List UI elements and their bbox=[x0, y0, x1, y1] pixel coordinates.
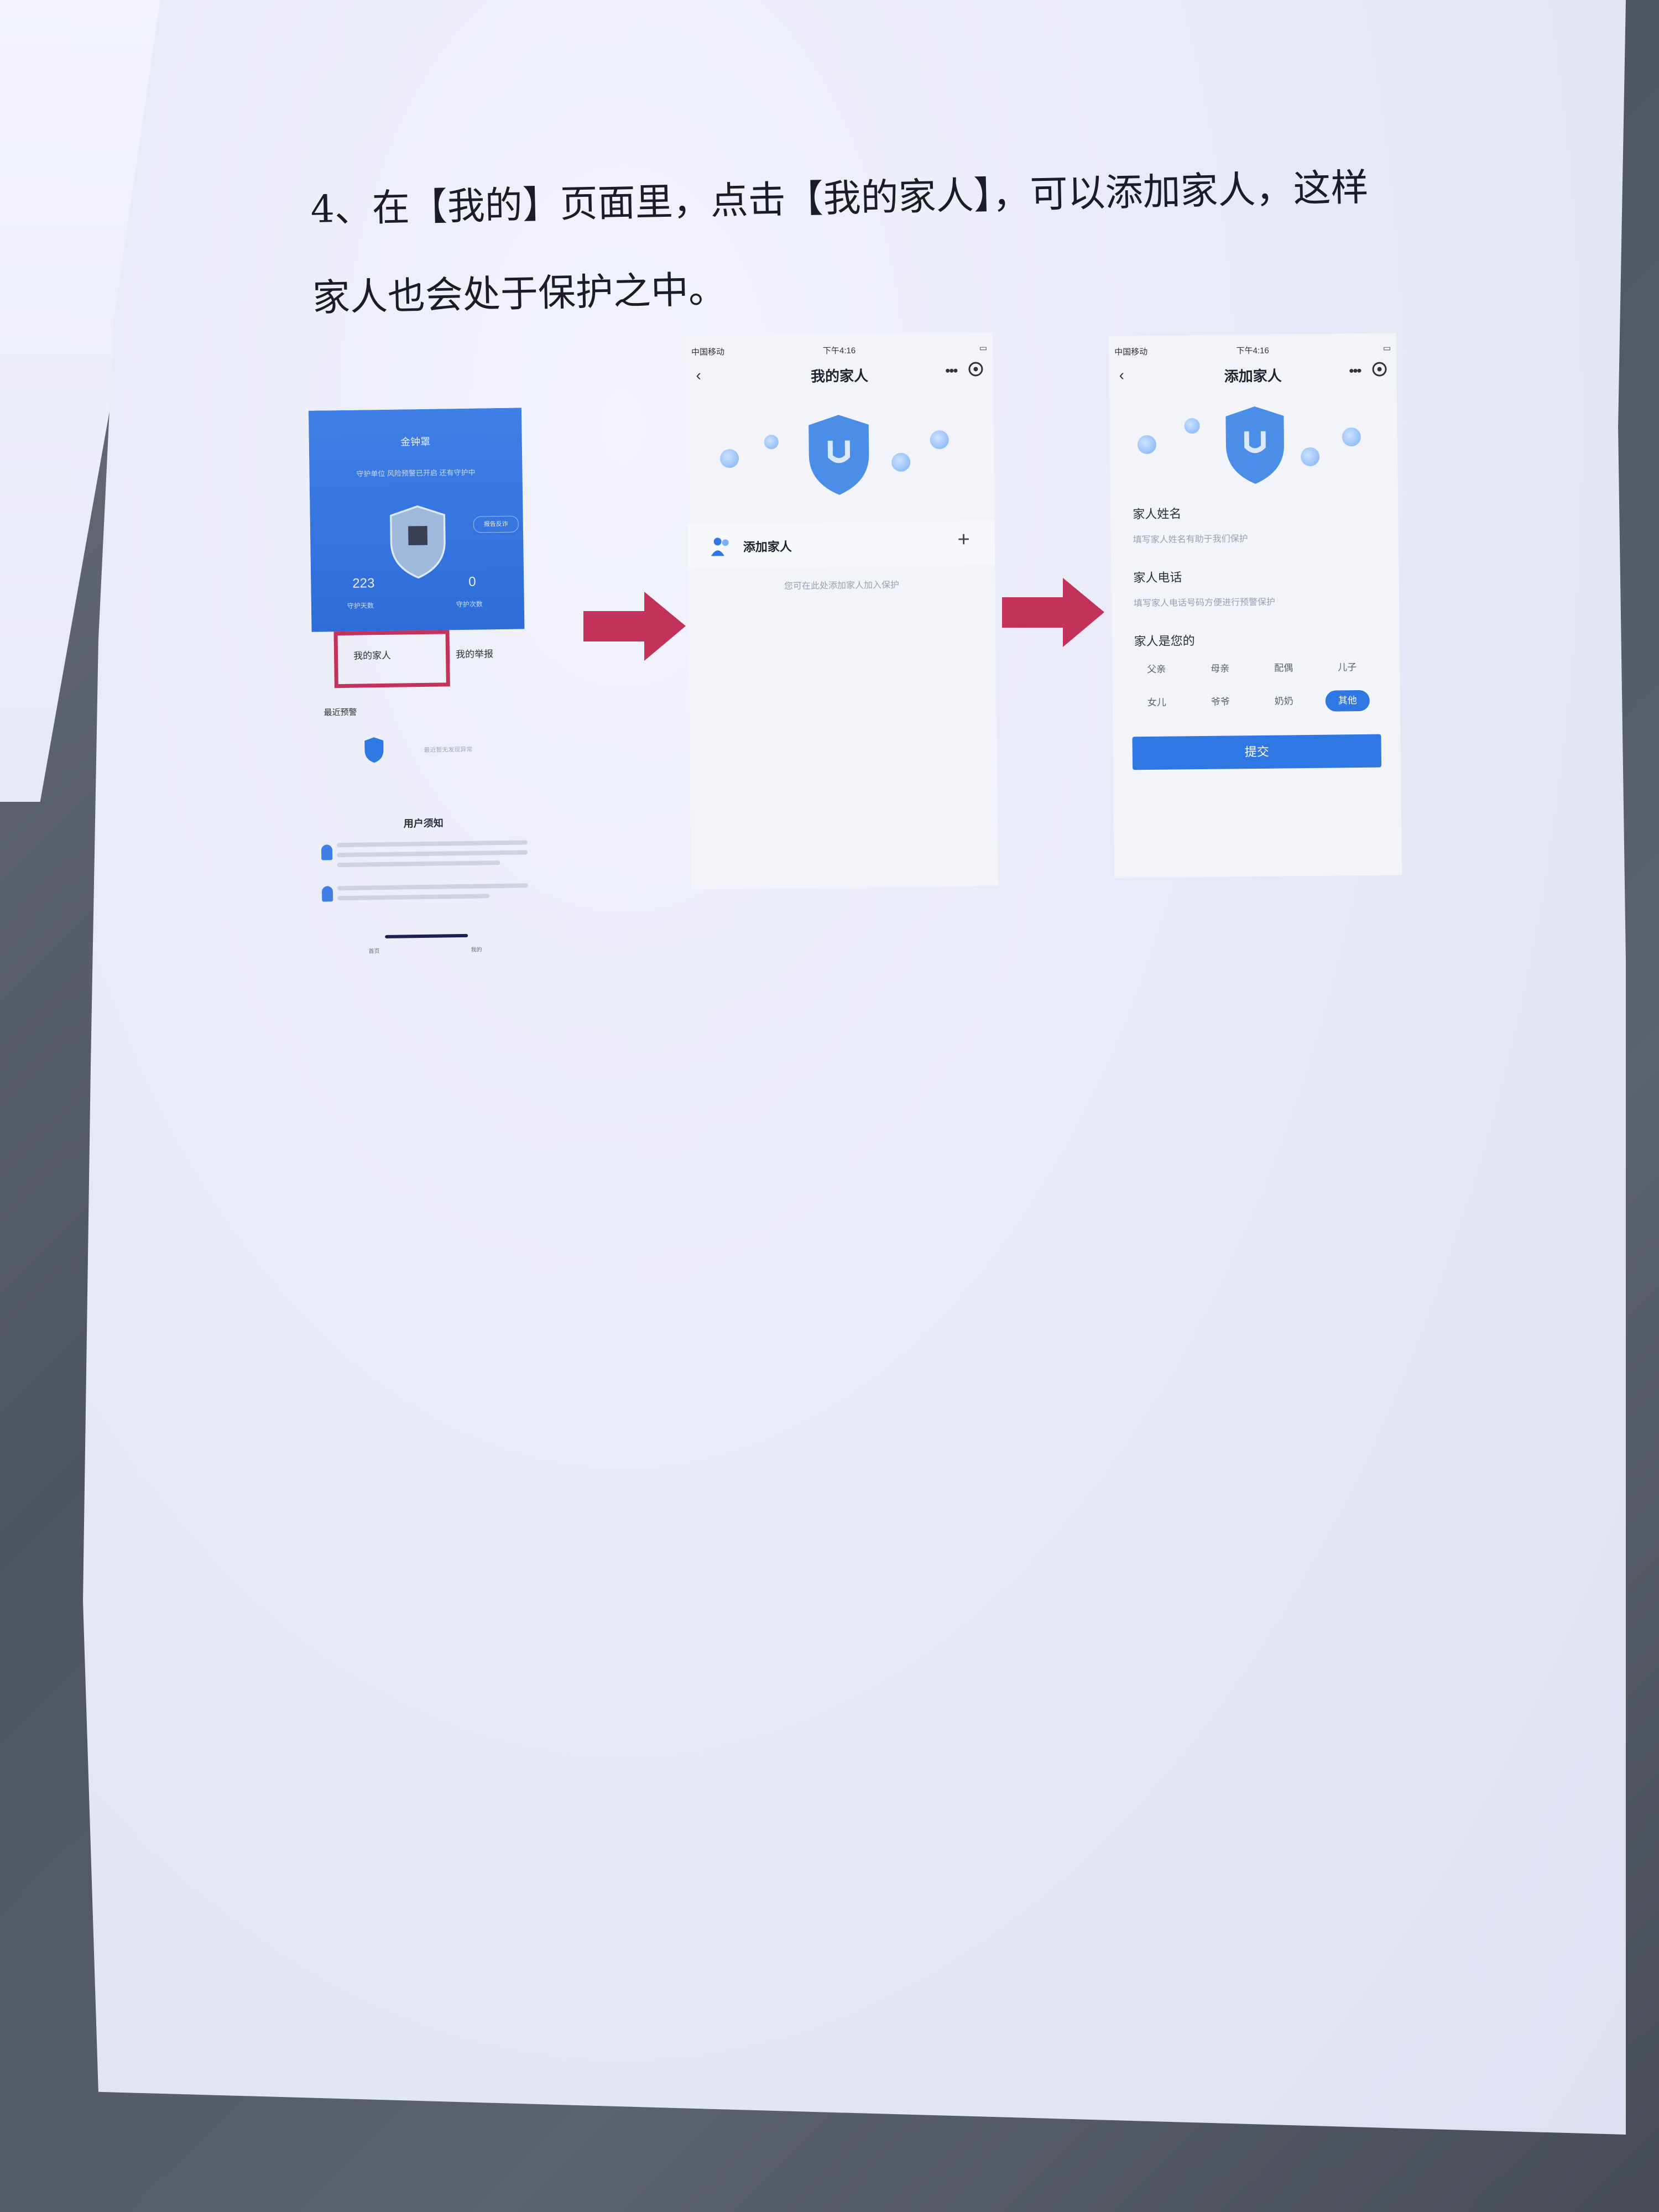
recent-warning-text: 最近暂无发现异常 bbox=[424, 746, 473, 754]
family-avatar-icon bbox=[1301, 447, 1320, 467]
small-shield-icon bbox=[363, 736, 385, 764]
family-avatar-icon bbox=[930, 430, 949, 450]
add-plus-button[interactable]: + bbox=[957, 528, 970, 551]
notice-line bbox=[336, 840, 528, 848]
user-icon bbox=[321, 886, 333, 902]
screenshot-add-family: 中国移动 下午4:16 ▭ ‹ 添加家人 ••• 家人姓名 填写家人姓名有助于我… bbox=[1108, 333, 1402, 878]
shield-icon bbox=[802, 411, 875, 498]
relation-option[interactable]: 爷爷 bbox=[1211, 696, 1230, 707]
notice-line bbox=[337, 894, 490, 901]
more-icon[interactable]: ••• bbox=[1349, 362, 1361, 379]
notice-line bbox=[337, 850, 528, 858]
battery-icon: ▭ bbox=[1383, 343, 1391, 353]
family-icon bbox=[710, 535, 732, 557]
recent-warning-label: 最近预警 bbox=[324, 707, 357, 718]
relation-option[interactable]: 父亲 bbox=[1147, 664, 1166, 675]
relation-option[interactable]: 女儿 bbox=[1147, 697, 1166, 708]
my-report-item[interactable]: 我的举报 bbox=[455, 649, 494, 660]
name-field-label: 家人姓名 bbox=[1133, 507, 1182, 521]
relation-option[interactable]: 儿子 bbox=[1338, 662, 1357, 673]
family-avatar-icon bbox=[1184, 418, 1200, 434]
battery-icon: ▭ bbox=[979, 343, 988, 353]
protect-days-label: 守护天数 bbox=[347, 602, 374, 610]
tab-home[interactable]: 首页 bbox=[368, 948, 380, 955]
instruction-text: 4、在【我的】页面里，点击【我的家人】，可以添加家人，这样 家人也会处于保护之中… bbox=[310, 143, 1408, 343]
status-bar: 中国移动 下午4:16 ▭ bbox=[691, 343, 987, 357]
relation-option[interactable]: 奶奶 bbox=[1274, 696, 1293, 707]
home-indicator bbox=[385, 933, 468, 938]
name-input[interactable]: 填写家人姓名有助于我们保护 bbox=[1133, 534, 1248, 545]
relation-option[interactable]: 配偶 bbox=[1274, 662, 1293, 674]
protect-count-label: 守护次数 bbox=[456, 600, 483, 609]
family-avatar-icon bbox=[1342, 427, 1361, 447]
card-subtitle: 守护单位 风险预警已开启 还有守护中 bbox=[356, 468, 476, 478]
protection-card: 金钟罩 守护单位 风险预警已开启 还有守护中 报告反诈 223 守护天数 0 守… bbox=[308, 408, 525, 632]
relation-option[interactable]: 母亲 bbox=[1211, 663, 1230, 674]
relation-label: 家人是您的 bbox=[1134, 634, 1195, 649]
card-title: 金钟罩 bbox=[400, 436, 431, 448]
add-family-row[interactable]: 添加家人 + bbox=[687, 521, 995, 568]
highlight-box bbox=[333, 630, 450, 688]
family-avatar-icon bbox=[764, 435, 779, 450]
protect-count-value: 0 bbox=[468, 574, 476, 589]
more-icon[interactable]: ••• bbox=[945, 362, 957, 379]
add-family-hint: 您可在此处添加家人加入保护 bbox=[784, 580, 900, 592]
shield-icon bbox=[385, 503, 450, 581]
arrow-right-icon bbox=[1002, 578, 1104, 647]
user-icon bbox=[321, 844, 333, 860]
status-time: 下午4:16 bbox=[822, 346, 856, 356]
family-avatar-icon bbox=[719, 448, 739, 468]
notice-line bbox=[337, 883, 528, 891]
family-avatar-icon bbox=[891, 452, 911, 472]
my-family-item[interactable]: 我的家人 bbox=[353, 650, 392, 661]
screenshot-my-page: 金钟罩 守护单位 风险预警已开启 还有守护中 报告反诈 223 守护天数 0 守… bbox=[308, 408, 535, 974]
family-avatar-icon bbox=[1137, 435, 1157, 455]
arrow-right-icon bbox=[583, 592, 686, 661]
phone-input[interactable]: 填写家人电话号码方便进行预警保护 bbox=[1133, 597, 1276, 609]
tab-mine[interactable]: 我的 bbox=[471, 947, 482, 953]
status-bar: 中国移动 下午4:16 ▭ bbox=[1114, 343, 1391, 357]
status-time: 下午4:16 bbox=[1236, 346, 1269, 356]
shield-icon bbox=[1220, 403, 1290, 487]
protect-days-value: 223 bbox=[352, 576, 375, 591]
add-family-label: 添加家人 bbox=[743, 539, 792, 554]
notice-line bbox=[337, 860, 500, 868]
target-icon[interactable] bbox=[1372, 362, 1387, 377]
submit-button[interactable]: 提交 bbox=[1132, 734, 1382, 770]
report-pill-button[interactable]: 报告反诈 bbox=[473, 515, 519, 533]
user-notice-title: 用户须知 bbox=[403, 817, 444, 830]
relation-option-selected[interactable]: 其他 bbox=[1325, 690, 1370, 712]
screenshot-my-family: 中国移动 下午4:16 ▭ ‹ 我的家人 ••• 添加家人 + 您可在此处添加家… bbox=[685, 333, 999, 889]
target-icon[interactable] bbox=[968, 362, 983, 377]
phone-field-label: 家人电话 bbox=[1133, 570, 1182, 585]
